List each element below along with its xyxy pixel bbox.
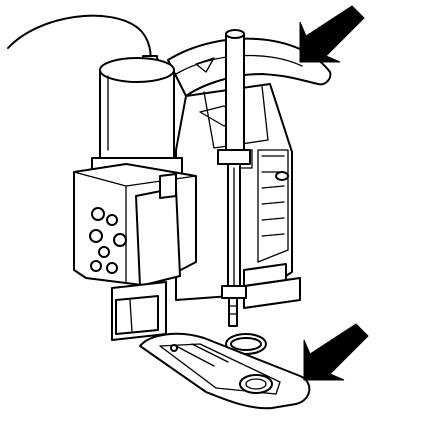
valve-block [73, 163, 197, 341]
cable [7, 14, 152, 67]
arrow-icon [303, 323, 369, 381]
guide-rod [217, 29, 251, 327]
lower-gasket [139, 332, 311, 410]
arrow-icon [299, 5, 365, 63]
